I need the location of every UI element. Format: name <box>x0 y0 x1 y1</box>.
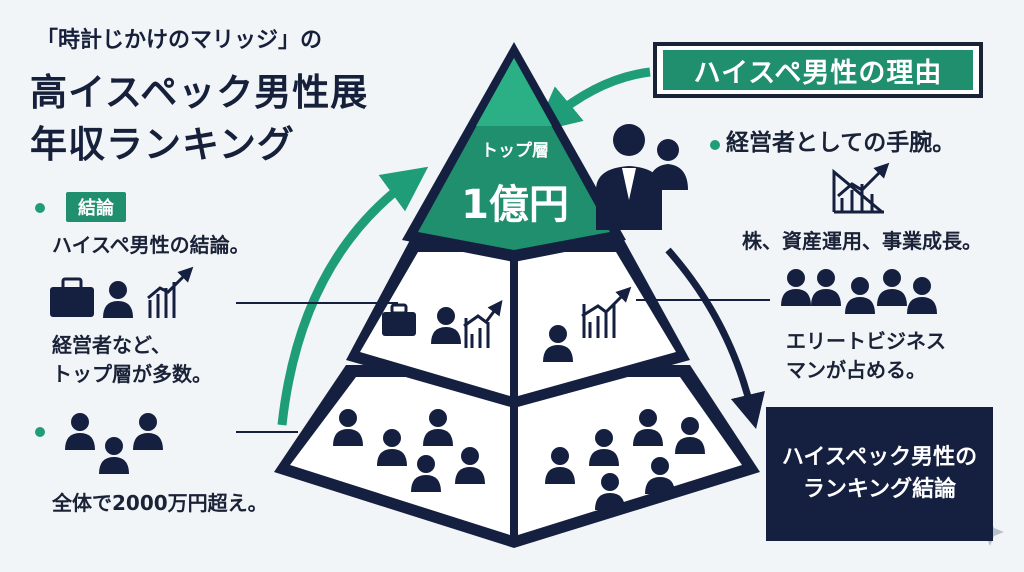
left-group-icon <box>65 413 163 474</box>
left-person-icon <box>103 281 133 318</box>
exec-text-line2: トップ層が多数。 <box>52 362 212 386</box>
right-growth-icon <box>832 162 890 214</box>
bullet-icon <box>35 427 45 437</box>
ranking-conclusion-line2: ランキング結論 <box>802 477 957 502</box>
left-growth-icon <box>147 266 194 318</box>
title-line-1: 「時計じかけのマリッジ」の <box>36 28 323 53</box>
reason-point-2: 株、資産運用、事業成長。 <box>742 229 982 253</box>
down-arrow <box>665 247 765 430</box>
left-arrow <box>277 166 429 426</box>
reason-title: ハイスペ男性の理由 <box>663 50 973 90</box>
left-briefcase-icon <box>50 277 94 317</box>
elite-text-line2: マンが占める。 <box>786 358 926 382</box>
ranking-conclusion-line1: ハイスペック男性の <box>781 445 978 471</box>
briefcase-icon <box>382 303 416 336</box>
conclusion-tag: 結論 <box>66 192 126 222</box>
businessman-icon <box>596 124 688 230</box>
pyramid-top-tier <box>402 42 626 262</box>
top-arrow <box>534 67 651 133</box>
right-group-icon <box>781 269 937 314</box>
growth-chart-icon <box>463 286 632 348</box>
exec-text-line1: 経営者など、 <box>52 333 171 357</box>
reason-title-box: ハイスペ男性の理由 <box>653 42 983 98</box>
top-tier-value: 1億円 <box>461 182 569 228</box>
total-text: 全体で2000万円超え。 <box>52 491 268 515</box>
conclusion-text: ハイスペ男性の結論。 <box>52 233 250 257</box>
title-line-3: 年収ランキング <box>30 123 295 166</box>
reason-point-1: 経営者としての手腕。 <box>726 130 956 156</box>
bullet-icon <box>710 140 720 150</box>
elite-text-line1: エリートビジネス <box>786 329 946 353</box>
ranking-conclusion-box: ハイスペック男性の ランキング結論 <box>766 407 993 541</box>
title-line-2: 高イスペック男性展 <box>30 71 369 114</box>
bullet-icon <box>35 203 45 213</box>
top-tier-label: トップ層 <box>481 141 549 161</box>
